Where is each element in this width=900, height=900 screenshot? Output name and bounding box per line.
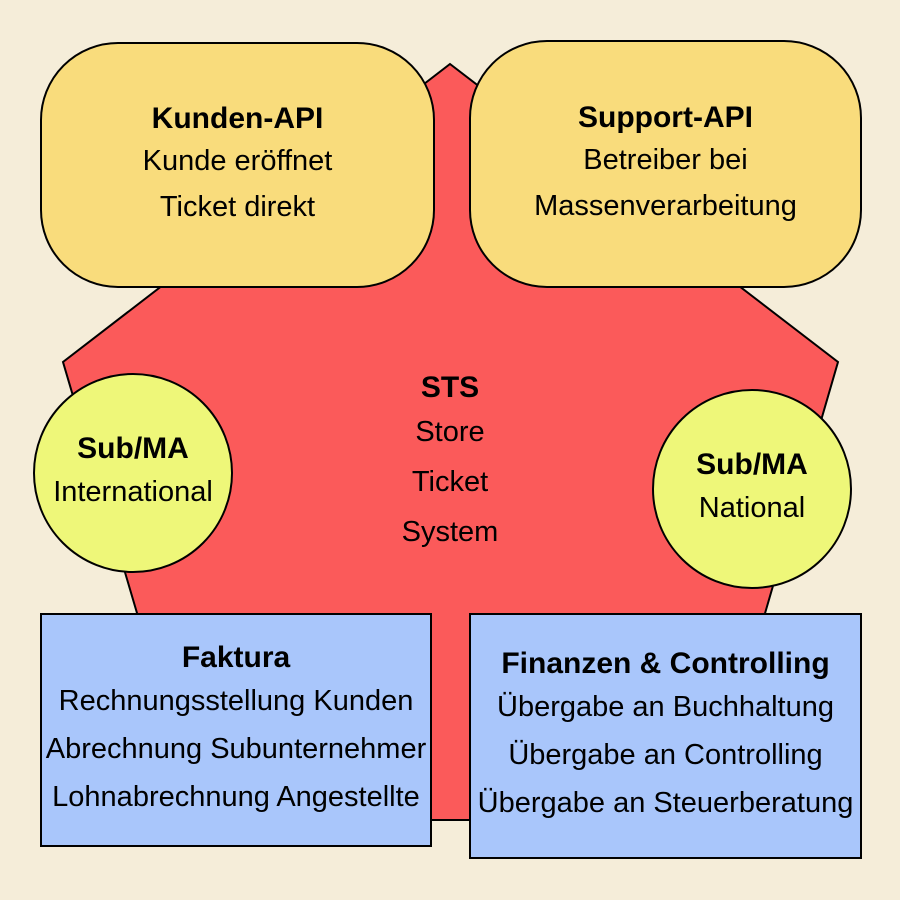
sts-line-store: Store [415,416,485,448]
sub-international-title: Sub/MA [77,432,189,465]
sub-national-title: Sub/MA [696,448,808,481]
sts-title: STS [420,371,480,404]
faktura-node: Faktura Rechnungsstellung Kunden Abrechn… [40,613,432,847]
faktura-title: Faktura [181,641,291,674]
sub-national-node: Sub/MA National [652,389,852,589]
support-api-line: Betreiber bei [583,144,748,176]
faktura-line: Rechnungsstellung Kunden [58,685,414,717]
kunden-api-line: Ticket direkt [159,191,316,223]
sts-line-ticket: Ticket [411,466,489,498]
faktura-line: Abrechnung Subunternehmer [45,733,427,765]
sub-national-line: National [698,492,806,524]
kunden-api-line: Kunde eröffnet [142,145,333,177]
finanzen-title: Finanzen & Controlling [501,647,830,680]
support-api-line: Massenverarbeitung [534,190,797,222]
sub-international-node: Sub/MA International [33,373,233,573]
finanzen-line: Übergabe an Controlling [508,739,823,771]
finanzen-line: Übergabe an Steuerberatung [477,787,854,819]
support-api-node: Support-API Betreiber bei Massenverarbei… [469,40,862,288]
support-api-title: Support-API [578,101,753,134]
faktura-line: Lohnabrechnung Angestellte [52,781,420,813]
sub-international-line: International [53,476,213,508]
kunden-api-title: Kunden-API [151,102,324,135]
kunden-api-node: Kunden-API Kunde eröffnet Ticket direkt [40,42,435,288]
sts-center-label: STS Store Ticket System [340,358,560,568]
sts-line-system: System [401,516,499,548]
finanzen-node: Finanzen & Controlling Übergabe an Buchh… [469,613,862,859]
finanzen-line: Übergabe an Buchhaltung [497,691,834,723]
